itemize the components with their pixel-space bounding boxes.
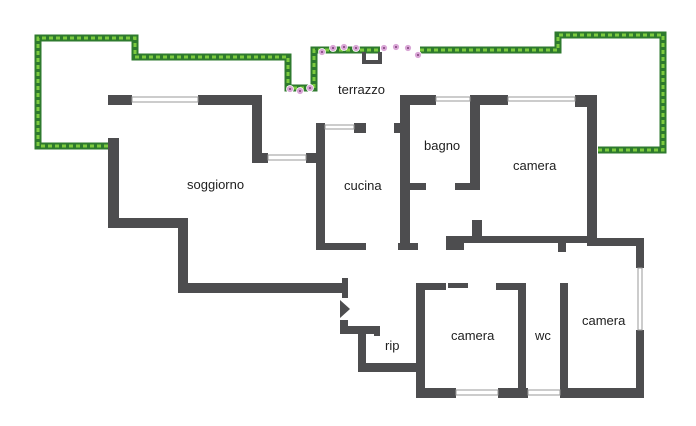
room-labels: terrazzo soggiorno cucina bagno camera c… bbox=[187, 82, 626, 353]
room-label-rip: rip bbox=[385, 338, 399, 353]
room-label-camera-top: camera bbox=[513, 158, 557, 173]
room-label-soggiorno: soggiorno bbox=[187, 177, 244, 192]
room-label-terrazzo: terrazzo bbox=[338, 82, 385, 97]
room-label-bagno: bagno bbox=[424, 138, 460, 153]
terrace-planter-wall bbox=[362, 52, 382, 64]
terrace-hedge bbox=[34, 31, 667, 154]
room-label-cucina: cucina bbox=[344, 178, 382, 193]
terrace-flowers bbox=[286, 43, 422, 95]
room-label-camera-right: camera bbox=[582, 313, 626, 328]
windows bbox=[131, 96, 643, 396]
room-label-wc: wc bbox=[534, 328, 551, 343]
walls bbox=[108, 95, 644, 398]
room-label-camera-mid: camera bbox=[451, 328, 495, 343]
